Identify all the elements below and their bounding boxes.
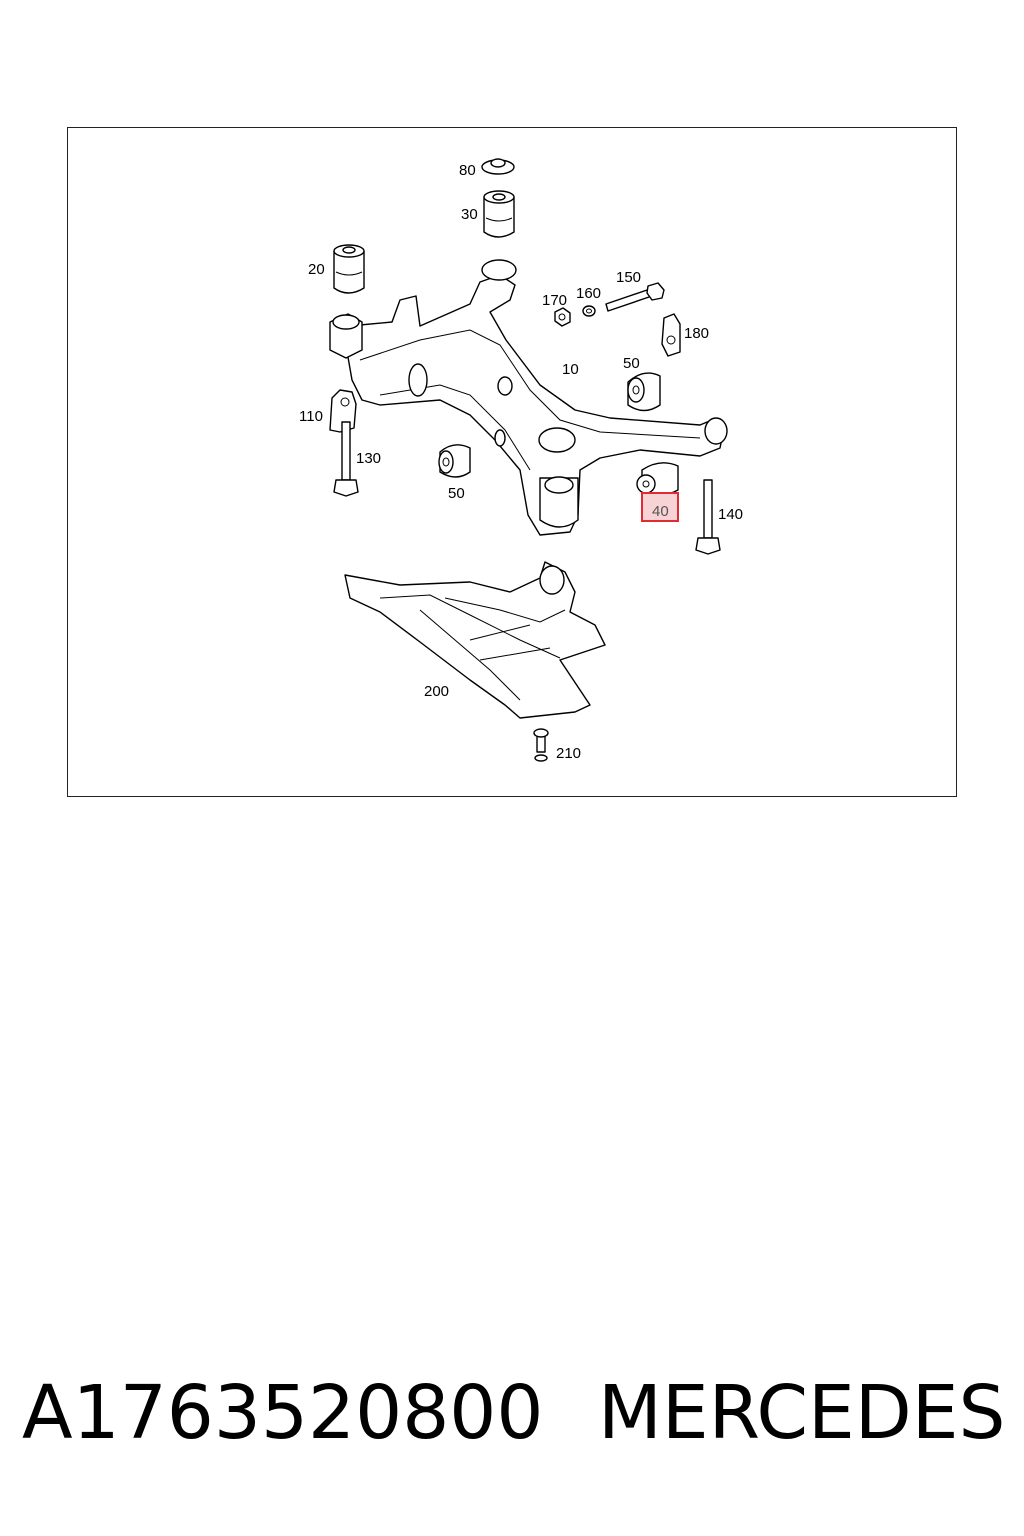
callout-110[interactable]: 110 [299, 408, 323, 425]
part-10-subframe [329, 259, 728, 536]
callout-40[interactable]: 40 [652, 503, 669, 520]
callout-180[interactable]: 180 [684, 325, 709, 342]
callout-140[interactable]: 140 [718, 506, 743, 523]
part-180-bracket [661, 313, 681, 357]
part-140-bolt [695, 479, 721, 555]
callout-80[interactable]: 80 [459, 162, 476, 179]
brand-name: MERCEDES [598, 1370, 1006, 1456]
highlight-box-40 [641, 492, 679, 522]
callout-20[interactable]: 20 [308, 261, 325, 278]
part-20-bushing [333, 244, 365, 294]
part-30-bushing [483, 190, 515, 238]
part-50-bushing-upper [627, 372, 661, 412]
part-170-nut [554, 307, 571, 327]
part-number: A1763520800 [22, 1370, 544, 1456]
part-200-panel [344, 561, 606, 719]
callout-30[interactable]: 30 [461, 206, 478, 223]
part-80-cap [481, 158, 515, 175]
callout-170[interactable]: 170 [542, 292, 567, 309]
footer: A1763520800 MERCEDES [0, 1370, 1024, 1480]
callout-130[interactable]: 130 [356, 450, 381, 467]
part-150-bolt [605, 282, 665, 312]
callout-200[interactable]: 200 [424, 683, 449, 700]
part-130-bolt [333, 421, 359, 497]
callout-50-upper[interactable]: 50 [623, 355, 640, 372]
callout-50-lower[interactable]: 50 [448, 485, 465, 502]
part-40-bushing [636, 462, 679, 496]
callout-150[interactable]: 150 [616, 269, 641, 286]
callout-10[interactable]: 10 [562, 361, 579, 378]
callout-160[interactable]: 160 [576, 285, 601, 302]
part-160-washer [582, 305, 596, 317]
part-50-bushing-lower [438, 444, 471, 478]
callout-210[interactable]: 210 [556, 745, 581, 762]
part-210-clip [533, 728, 549, 762]
